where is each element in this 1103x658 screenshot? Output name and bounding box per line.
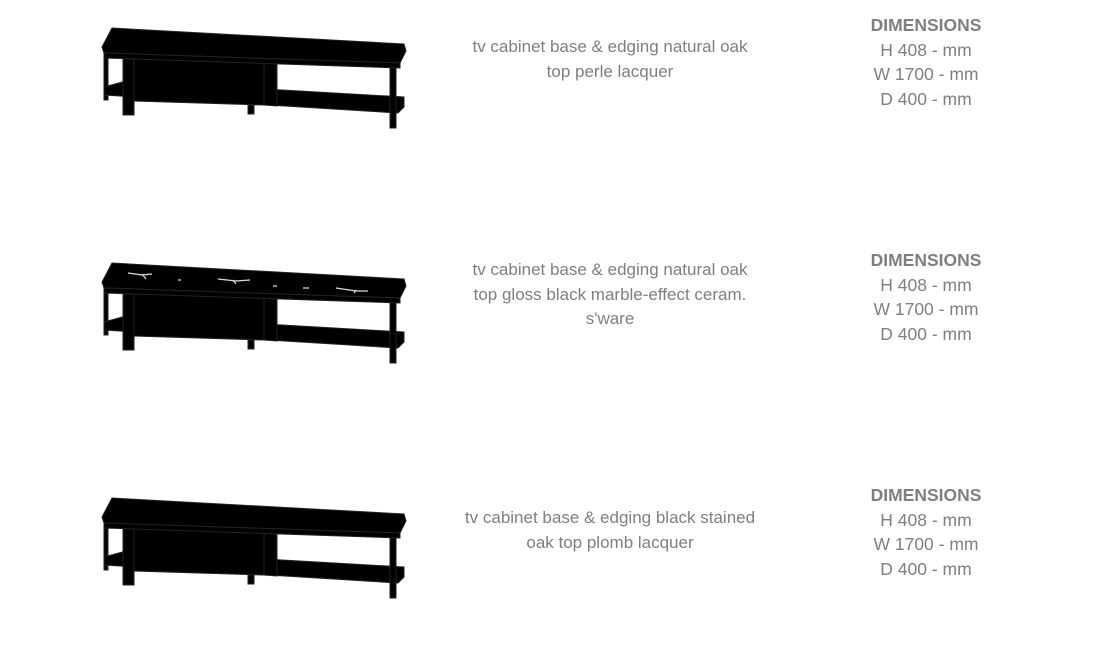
- dimensions-heading: DIMENSIONS: [870, 250, 982, 270]
- description-line: tv cabinet base & edging natural oak: [472, 260, 748, 279]
- dimensions-heading: DIMENSIONS: [870, 485, 982, 505]
- description-line: top perle lacquer: [546, 61, 674, 81]
- description-line: s'ware: [585, 309, 635, 328]
- product-description: tv cabinet base & edging black stained o…: [440, 506, 780, 555]
- tv-cabinet-natural-oak-black-marble-image: [101, 262, 407, 364]
- product-row: tv cabinet base & edging natural oak top…: [0, 250, 1103, 420]
- tv-cabinet-black-oak-plomb-image: [101, 497, 407, 599]
- tv-cabinet-natural-oak-perle-image: [101, 27, 407, 129]
- description-line: oak top plomb lacquer: [526, 532, 694, 552]
- dimensions-heading: DIMENSIONS: [870, 15, 982, 35]
- product-row: tv cabinet base & edging natural oak top…: [0, 15, 1103, 185]
- dimension-depth: D 400 - mm: [880, 88, 972, 109]
- dimension-height: H 408 - mm: [880, 509, 972, 530]
- dimension-height: H 408 - mm: [880, 39, 972, 60]
- description-line: top gloss black marble-effect ceram.: [473, 284, 747, 304]
- dimensions-block: DIMENSIONS H 408 - mm W 1700 - mm D 400 …: [846, 483, 1006, 581]
- dimensions-block: DIMENSIONS H 408 - mm W 1700 - mm D 400 …: [846, 13, 1006, 111]
- dimension-depth: D 400 - mm: [880, 323, 972, 344]
- dimension-depth: D 400 - mm: [880, 558, 972, 579]
- description-line: tv cabinet base & edging black stained: [464, 508, 756, 527]
- dimension-width: W 1700 - mm: [873, 534, 979, 554]
- dimension-width: W 1700 - mm: [873, 64, 979, 84]
- product-description: tv cabinet base & edging natural oak top…: [440, 35, 780, 84]
- product-row: tv cabinet base & edging black stained o…: [0, 485, 1103, 655]
- dimension-width: W 1700 - mm: [873, 299, 979, 319]
- product-description: tv cabinet base & edging natural oak top…: [440, 258, 780, 332]
- description-line: tv cabinet base & edging natural oak: [472, 37, 748, 56]
- dimensions-block: DIMENSIONS H 408 - mm W 1700 - mm D 400 …: [846, 248, 1006, 346]
- dimension-height: H 408 - mm: [880, 274, 972, 295]
